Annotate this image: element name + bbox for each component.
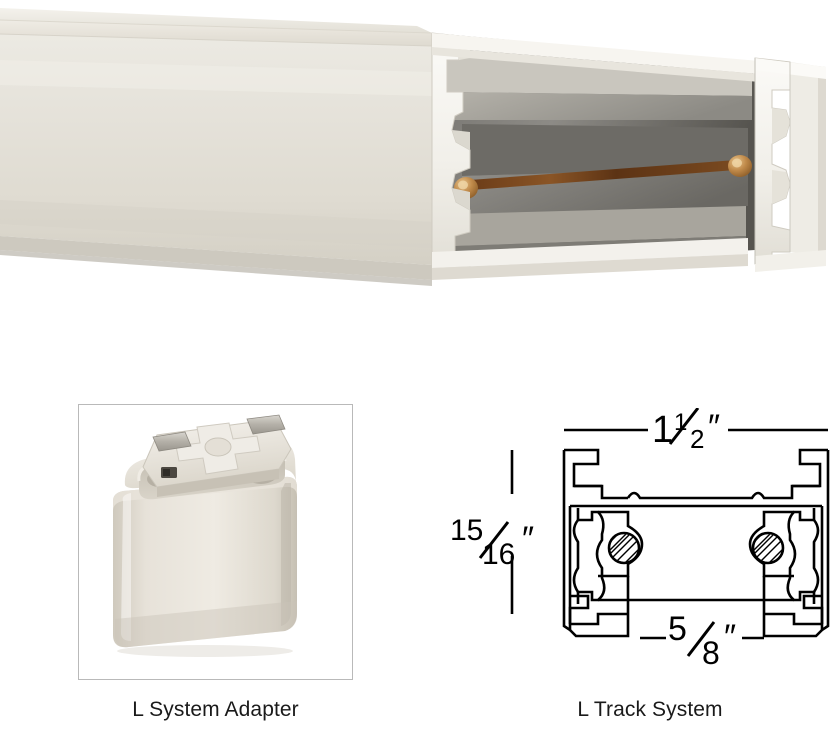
dim-bottom-unit: ″: [724, 618, 736, 656]
lower-section: L System Adapter: [0, 330, 840, 752]
dim-top-numerator: 1: [674, 409, 687, 436]
dim-top-whole: 1: [652, 409, 673, 451]
dimension-label-width-bottom: 5 8 ″: [668, 610, 736, 671]
dim-left-numerator: 15: [452, 514, 483, 547]
dim-top-unit: ″: [708, 408, 720, 446]
track-extrusion-photo: [0, 0, 840, 330]
track-section-linework: 1 1 2 ″ 15 16 ″ 5 8 ″: [452, 408, 840, 680]
dim-left-unit: ″: [522, 520, 534, 558]
l-system-adapter-illustration: [79, 405, 352, 679]
l-track-system-drawing: 1 1 2 ″ 15 16 ″ 5 8 ″: [452, 408, 840, 680]
track-extrusion-illustration: [0, 0, 840, 330]
dim-bottom-numerator: 5: [668, 610, 687, 648]
dimension-label-height-left: 15 16 ″: [452, 514, 534, 571]
dim-bottom-denominator: 8: [702, 635, 720, 671]
track-cross-section-end: [431, 32, 826, 280]
dim-top-denominator: 2: [690, 424, 704, 454]
dimension-label-width-top: 1 1 2 ″: [652, 408, 720, 454]
track-caption: L Track System: [577, 698, 723, 721]
l-system-adapter-panel: [78, 404, 353, 680]
dim-left-denominator: 16: [482, 538, 515, 571]
l-system-adapter-photo: [79, 405, 352, 679]
adapter-caption: L System Adapter: [132, 698, 299, 721]
